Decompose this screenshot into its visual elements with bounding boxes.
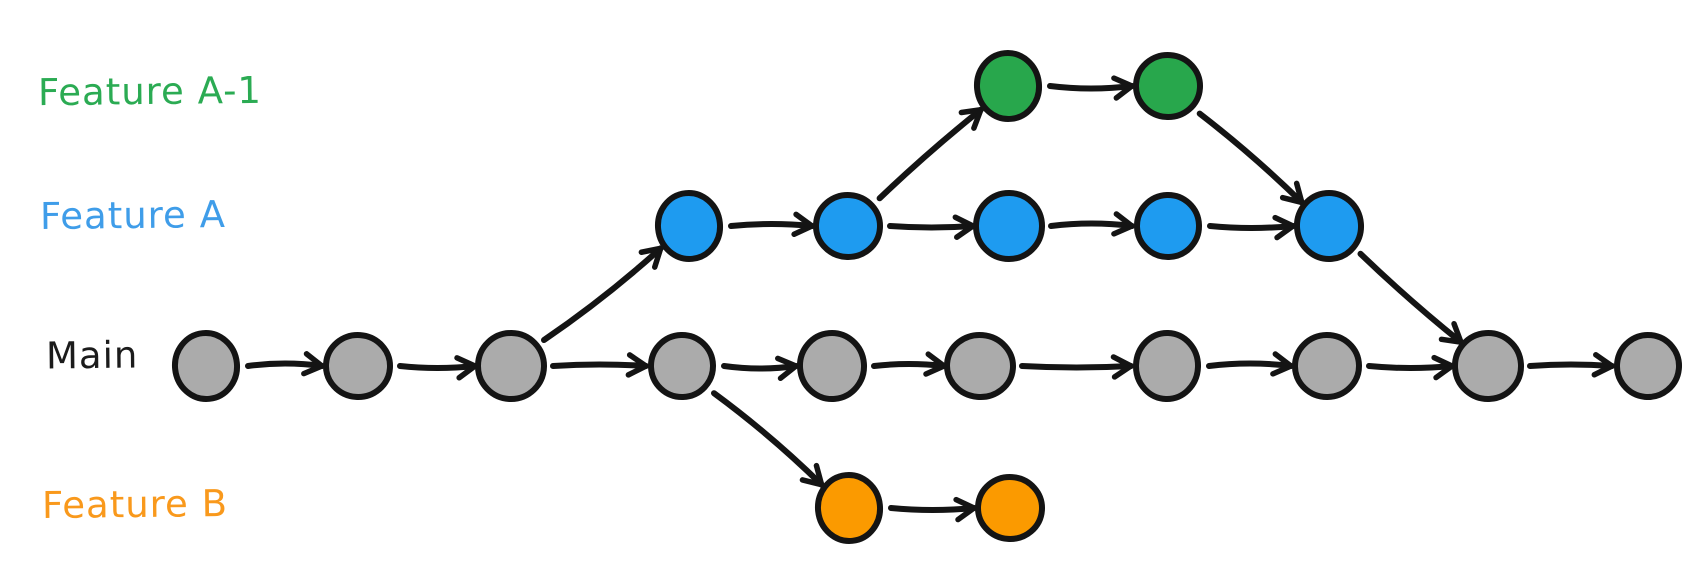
edge-commit-main.3-to-main.4: [721, 355, 799, 381]
edge-commit-feature-a.3-to-feature-a.4: [1207, 214, 1296, 241]
commit-node-main-5: [796, 330, 868, 402]
edge-commit-feature-b.0-to-feature-b.1: [888, 496, 977, 523]
commit-node-main-2: [323, 331, 393, 401]
branch-label-feature-a: Feature A: [39, 193, 227, 238]
commit-node-feature-a-5: [1293, 190, 1365, 262]
commit-node-main-10: [1614, 332, 1682, 400]
edge-commit-main.0-to-main.1: [245, 351, 325, 377]
edge-commit-main.2-to-main.3: [550, 352, 649, 378]
edge-merge-feature-a1.1-to-feature-a.4: [1196, 110, 1305, 206]
commit-node-feature-a1-2: [1133, 51, 1203, 121]
commit-node-feature-a-2: [813, 191, 883, 261]
commit-node-main-3: [475, 330, 547, 402]
branch-label-feature-a1: Feature A-1: [37, 68, 263, 115]
edge-commit-main.6-to-main.7: [1206, 351, 1294, 377]
commit-node-main-8: [1292, 331, 1362, 401]
edge-commit-main.1-to-main.2: [397, 355, 478, 381]
edge-commit-feature-a1.0-to-feature-a1.1: [1047, 75, 1135, 101]
edge-merge-feature-a.4-to-main.8: [1357, 250, 1464, 346]
edge-commit-feature-a.1-to-feature-a.2: [887, 214, 976, 240]
branch-label-feature-b: Feature B: [41, 482, 229, 527]
edge-commit-feature-a.0-to-feature-a.1: [728, 211, 815, 238]
commit-node-main-9: [1452, 330, 1524, 402]
commit-node-main-6: [944, 331, 1016, 401]
edge-branch-feature-a.1-to-feature-a1.0: [876, 106, 984, 202]
edge-branch-main.2-to-feature-a.0: [541, 245, 664, 343]
edge-commit-main.4-to-main.5: [871, 351, 947, 377]
edge-branch-main.3-to-feature-b.0: [711, 390, 825, 488]
edges-layer: [245, 75, 1615, 523]
edge-commit-feature-a.2-to-feature-a.3: [1048, 211, 1135, 237]
commit-node-main-1: [171, 330, 241, 402]
edge-commit-main.5-to-main.6: [1019, 354, 1134, 380]
commit-node-main-4: [648, 332, 716, 400]
commit-node-feature-b-1: [814, 472, 884, 544]
branch-label-main: Main: [45, 333, 139, 378]
commit-node-feature-a-4: [1134, 192, 1202, 260]
edge-commit-main.7-to-main.8: [1366, 354, 1455, 381]
commit-node-feature-a-3: [973, 190, 1045, 262]
nodes-layer: [171, 50, 1682, 544]
commit-node-feature-a-1: [654, 190, 724, 262]
edge-commit-main.8-to-main.9: [1527, 352, 1615, 378]
commit-node-feature-a1-1: [973, 50, 1043, 122]
commit-node-feature-b-2: [975, 473, 1045, 543]
commit-node-main-7: [1132, 330, 1202, 402]
